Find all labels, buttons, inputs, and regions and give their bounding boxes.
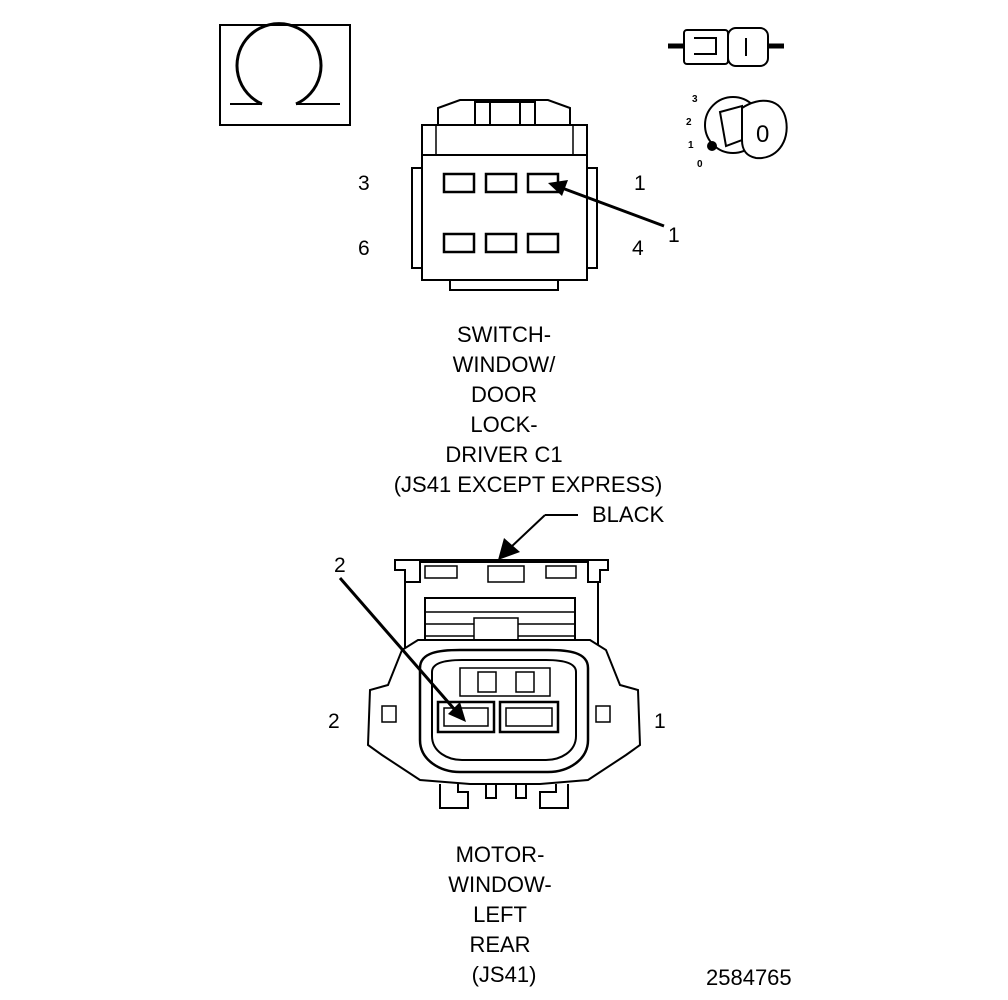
c1-pin-label-4: 4 [632,237,644,260]
black-color-leader [498,514,578,560]
color-label: BLACK [592,502,664,527]
motor-callout-number: 2 [334,554,346,577]
c1-title-line-4: LOCK- [470,412,537,437]
c1-title-line-2: WINDOW/ [453,352,557,377]
figure-id: 2584765 [706,965,792,990]
motor-callout-arrow [338,577,466,722]
ohm-resistance-icon [219,22,351,126]
c1-pin-label-1: 1 [634,172,646,195]
c1-cavity-4 [526,232,560,254]
c1-cavity-6 [442,232,476,254]
c1-title: SWITCH- WINDOW/ DOOR LOCK- DRIVER C1 (JS… [394,322,663,497]
motor-title-line-1: MOTOR- [456,842,545,867]
motor-connector [366,559,642,809]
c1-title-line-3: DOOR [471,382,537,407]
c1-cavity-3 [442,172,476,194]
motor-title-line-2: WINDOW- [448,872,551,897]
c1-callout-arrow [548,180,665,228]
key-position-2: 2 [686,117,692,128]
motor-title-line-4: REAR [469,932,530,957]
c1-title-line-6: (JS41 EXCEPT EXPRESS) [394,472,663,497]
c1-cavity-2 [484,172,518,194]
key-letter: 0 [756,121,769,148]
c1-title-line-5: DRIVER C1 [445,442,562,467]
c1-callout-number: 1 [668,224,680,247]
c1-pin-label-3: 3 [358,172,370,195]
motor-pin-label-1: 1 [654,710,666,733]
c1-pin-label-6: 6 [358,237,370,260]
key-position-1: 1 [688,140,694,151]
ignition-key-icon: 3 2 1 0 0 [686,94,788,170]
c1-connector [411,99,598,291]
motor-pin-label-2: 2 [328,710,340,733]
motor-title: MOTOR- WINDOW- LEFT REAR (JS41) [448,842,551,987]
motor-title-line-5: (JS41) [472,962,537,987]
key-position-3: 3 [692,94,698,105]
c1-title-line-1: SWITCH- [457,322,551,347]
inline-connector-icon [668,27,784,67]
c1-cavity-5 [484,232,518,254]
key-position-0: 0 [697,159,703,170]
motor-title-line-3: LEFT [473,902,527,927]
